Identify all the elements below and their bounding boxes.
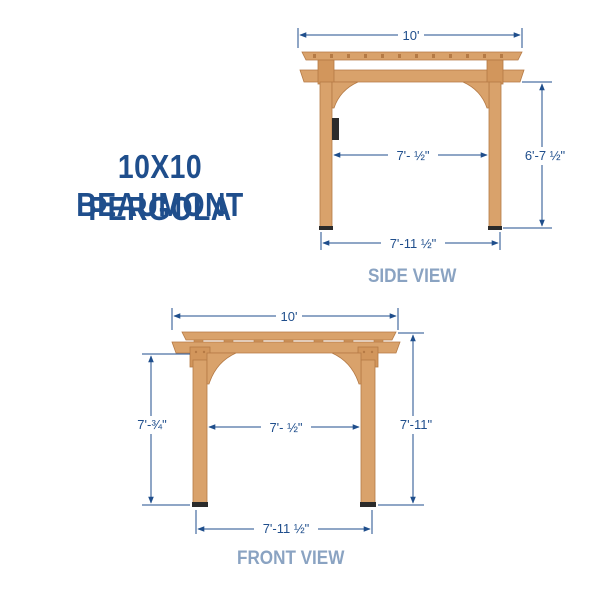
side-view-label: SIDE VIEW [368,266,457,287]
side-height-label: 6'-7 ½" [525,148,566,163]
side-left-foot [319,226,333,230]
front-right-height-label: 7'-11" [400,417,433,432]
front-top-width-label: 10' [281,309,298,324]
front-main-beam [171,341,401,354]
side-rafter-bolts [313,54,503,58]
front-left-height-label: 7'-¾" [137,417,167,432]
front-cap-bolts [194,350,374,354]
front-left-foot [192,502,208,507]
side-right-foot [488,226,502,230]
front-right-brace [331,352,362,385]
side-left-brace [331,81,359,109]
side-right-post-cap [486,59,504,85]
front-right-foot [360,502,376,507]
side-view-drawing [299,51,525,230]
side-left-post-cap [317,59,335,85]
side-right-post [488,81,502,229]
front-view-label: FRONT VIEW [237,548,345,569]
front-top-purlin [181,331,397,341]
title-line-2: PERGOLA [88,190,232,227]
side-base-width-label: 7'-11 ½" [390,236,437,251]
side-steel-bracket [332,118,339,140]
side-left-post [319,81,333,229]
side-main-beam [299,69,525,83]
front-base-width-label: 7'-11 ½" [263,521,310,536]
front-right-post [360,359,376,504]
side-inner-width-label: 7'- ½" [396,148,429,163]
front-left-brace [206,352,237,385]
side-top-width-label: 10' [403,28,420,43]
front-left-post [192,359,208,504]
front-inner-width-label: 7'- ½" [269,420,302,435]
front-view-drawing [171,331,401,507]
side-top-rafter [301,51,523,61]
side-right-brace [462,81,490,109]
dimension-labels: 10' 7'- ½" 6'-7 ½" 7'-11 ½" 10' 7'- ½" 7… [128,26,575,537]
title-line-1: 10X10 BEAUMONT [76,148,244,223]
